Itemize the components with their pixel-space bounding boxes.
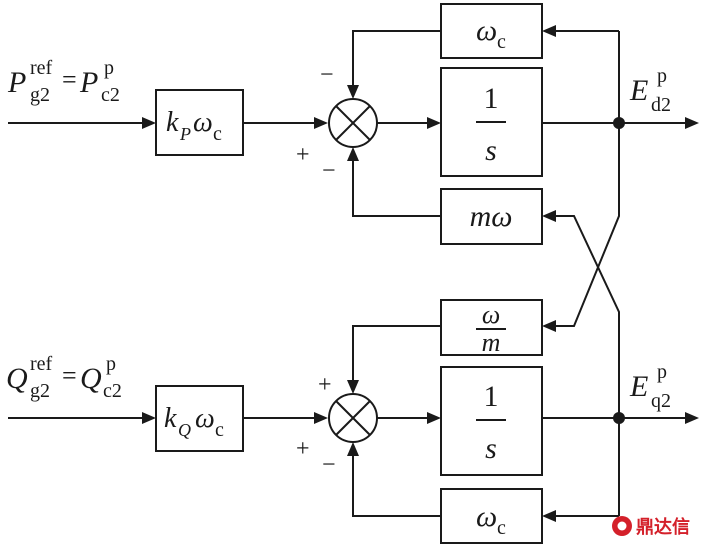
cross-top-to-omega-m-arrowhead <box>542 320 556 332</box>
bottom-input-rhs-sup: p <box>106 353 116 375</box>
top-omega-c-omega: ω <box>476 14 497 47</box>
bottom-omega-over-m-block <box>440 299 543 356</box>
top-sign-top: − <box>320 62 334 88</box>
top-integrator-block <box>440 67 543 177</box>
bottom-input-sup: ref <box>30 353 53 375</box>
bottom-input-eq: = <box>62 361 77 390</box>
bottom-sum-to-int-arrowhead <box>427 412 441 424</box>
bottom-omega-m-to-sum-arrowhead <box>347 380 359 394</box>
top-input-label: P g2 ref = P c2 p <box>7 57 120 106</box>
top-output-sup: p <box>657 65 667 87</box>
top-summing-junction <box>328 98 378 148</box>
cross-top-to-omega-m-line <box>555 123 620 327</box>
bottom-feedback-arrowhead <box>542 510 556 522</box>
bottom-output-main: E <box>629 370 648 403</box>
top-m-omega-block <box>440 188 543 245</box>
top-sum-to-int-arrowhead <box>427 117 441 129</box>
bottom-output-sup: p <box>657 361 667 383</box>
top-omega-c-sub: c <box>497 31 506 53</box>
top-input-rhs-sup: p <box>104 57 114 79</box>
top-sign-bottom: − <box>322 158 336 184</box>
bottom-output-label: E q2 p <box>629 361 671 412</box>
top-input-eq: = <box>62 65 77 94</box>
top-output-label: E d2 p <box>629 65 671 116</box>
bottom-output-arrowhead <box>685 412 699 424</box>
top-integrator-num: 1 <box>484 82 499 115</box>
bottom-input-rhs-main: Q <box>80 362 102 395</box>
bottom-input-main: Q <box>6 362 28 395</box>
bottom-gain-block <box>155 385 244 452</box>
bottom-input-sub: g2 <box>30 380 50 402</box>
top-m-omega-text: mω <box>470 200 513 233</box>
top-gain-omega-sub: c <box>213 123 222 145</box>
top-integrator-den: s <box>485 134 497 167</box>
top-omega-to-sum-line <box>352 30 441 87</box>
top-feedback-arrowhead <box>542 25 556 37</box>
bottom-integrator-num: 1 <box>484 380 499 413</box>
top-gain-omega: ω <box>193 107 213 138</box>
cross-bottom-to-m-omega-line <box>555 215 620 418</box>
top-input-rhs-main: P <box>79 66 98 99</box>
top-m-omega-to-sum-arrowhead <box>347 147 359 161</box>
bottom-omega-over-m-den: m <box>482 328 501 357</box>
top-input-arrowhead <box>142 117 156 129</box>
bottom-sign-bottom: − <box>322 452 336 478</box>
bottom-omega-to-sum-line <box>352 454 441 517</box>
top-gain-k-sub: P <box>179 124 191 144</box>
top-m-omega-to-sum-line <box>352 159 441 217</box>
bottom-omega-over-m-num: ω <box>482 300 500 329</box>
bottom-output-sub: q2 <box>651 390 671 412</box>
watermark: 鼎达信 <box>612 516 690 538</box>
top-omega-to-sum-arrowhead <box>347 85 359 99</box>
top-input-main: P <box>7 66 26 99</box>
bottom-omega-m-to-sum-line <box>352 325 441 382</box>
bottom-gain-omega-sub: c <box>215 419 224 441</box>
top-input-sub: g2 <box>30 84 50 106</box>
top-gain-to-sum-arrowhead <box>314 117 328 129</box>
bottom-gain-label: k Q ω c <box>164 403 224 441</box>
top-output-arrowhead <box>685 117 699 129</box>
top-input-sup: ref <box>30 57 53 79</box>
bottom-omega-c-omega: ω <box>476 500 497 533</box>
bottom-sign-top: + <box>318 372 332 398</box>
bottom-sign-left: + <box>296 436 310 462</box>
top-output-sub: d2 <box>651 94 671 116</box>
bottom-summing-junction <box>328 393 378 443</box>
bottom-input-arrowhead <box>142 412 156 424</box>
top-sign-left: + <box>296 142 310 168</box>
cross-bottom-to-m-omega-arrowhead <box>542 210 556 222</box>
bottom-omega-c-sub: c <box>497 517 506 539</box>
bottom-input-rhs-sub: c2 <box>103 380 122 402</box>
bottom-input-label: Q g2 ref = Q c2 p <box>6 353 122 402</box>
bottom-gain-to-sum-arrowhead <box>314 412 328 424</box>
bottom-gain-k-sub: Q <box>178 420 191 440</box>
top-output-main: E <box>629 74 648 107</box>
watermark-text: 鼎达信 <box>636 516 690 538</box>
bottom-gain-k: k <box>164 403 177 434</box>
top-gain-k: k <box>166 107 179 138</box>
bottom-integrator-den: s <box>485 432 497 465</box>
top-omega-c-block <box>440 3 543 59</box>
top-gain-label: k P ω c <box>166 107 222 145</box>
top-input-rhs-sub: c2 <box>101 84 120 106</box>
bottom-omega-to-sum-arrowhead <box>347 442 359 456</box>
bottom-gain-omega: ω <box>195 403 215 434</box>
